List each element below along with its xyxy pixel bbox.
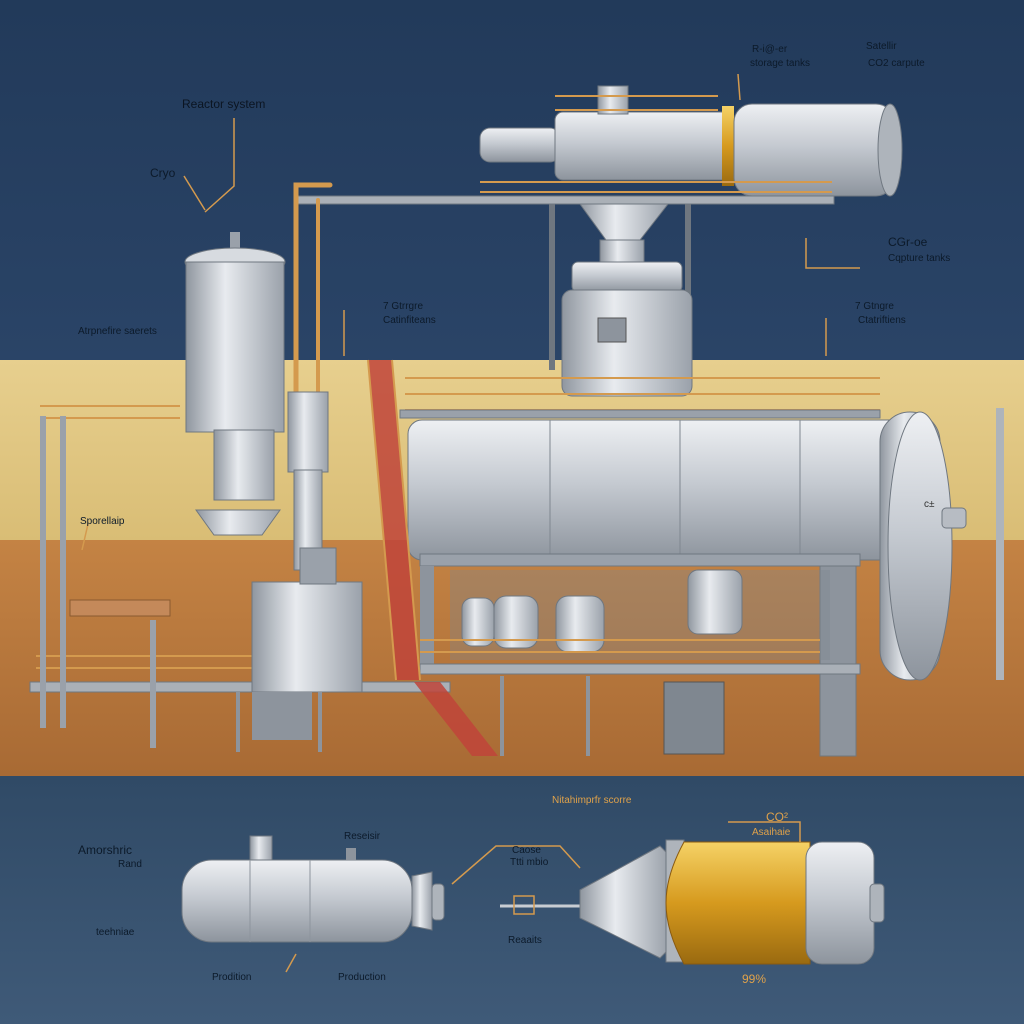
control-cabinet xyxy=(251,547,363,740)
label-nameplate: c± xyxy=(924,499,935,510)
label-spreader: Sporellaip xyxy=(80,516,125,527)
label-results: Reaaits xyxy=(508,935,542,946)
ground-walkway xyxy=(29,681,451,693)
detail-capture-vessel xyxy=(500,839,885,965)
label-storage-tanks-line1: R-i@-er xyxy=(752,44,788,55)
detail-tank-left xyxy=(181,835,445,943)
label-co2-line2: Asaihaie xyxy=(752,827,791,838)
leader-lines-bottom xyxy=(285,821,801,973)
top-walkway-beam xyxy=(295,195,835,205)
label-percent: 99% xyxy=(742,972,767,986)
label-amospheric-line1: Amorshric xyxy=(78,843,133,857)
label-satellite-line2: CO2 carpute xyxy=(868,58,925,69)
leader-lines-top xyxy=(81,73,860,551)
label-reactor-small: Reseisir xyxy=(344,831,381,842)
label-capture-line1: CGr-oe xyxy=(888,235,928,249)
label-cause-line2: Ttti mbio xyxy=(510,857,549,868)
left-scaffold xyxy=(40,405,180,748)
staircase xyxy=(367,359,498,756)
main-tank-deck xyxy=(399,409,881,419)
left-silo xyxy=(184,232,286,536)
vertical-pipes xyxy=(287,182,333,571)
label-production: Production xyxy=(338,972,386,983)
label-technique: teehniae xyxy=(96,927,135,938)
central-reactor-vessel xyxy=(561,203,693,397)
ground-posts xyxy=(236,408,1004,756)
label-nitrogen-score: Nitahimprfr scorre xyxy=(552,795,632,806)
lower-walkway xyxy=(419,663,861,675)
label-centrifuge-left-line2: Catinfiteans xyxy=(383,315,436,326)
label-reactor-system: Reactor system xyxy=(182,97,266,111)
top-platform xyxy=(480,95,832,193)
label-amospheric-line2: Rand xyxy=(118,859,142,870)
label-satellite-line1: Satellir xyxy=(866,41,897,52)
label-cause-line1: Caose xyxy=(512,845,541,856)
label-centrifuge-right-line1: 7 Gtngre xyxy=(855,301,894,312)
small-tanks xyxy=(461,569,743,653)
label-centrifuge-right-line2: Ctatriftiens xyxy=(858,315,906,326)
label-storage-tanks-line2: storage tanks xyxy=(750,58,811,69)
label-co2-line1: CO² xyxy=(766,810,788,824)
label-centrifuge-left-line1: 7 Gtrrgre xyxy=(383,301,424,312)
lower-deck-frame xyxy=(419,553,861,757)
top-storage-tank xyxy=(479,85,903,197)
label-prodition: Prodition xyxy=(212,972,252,983)
main-horizontal-tank xyxy=(407,411,967,681)
label-capture-line2: Cqpture tanks xyxy=(888,253,951,264)
label-atmosphere: Atrpnefire saerets xyxy=(78,326,157,337)
label-cryo: Cryo xyxy=(150,166,176,180)
